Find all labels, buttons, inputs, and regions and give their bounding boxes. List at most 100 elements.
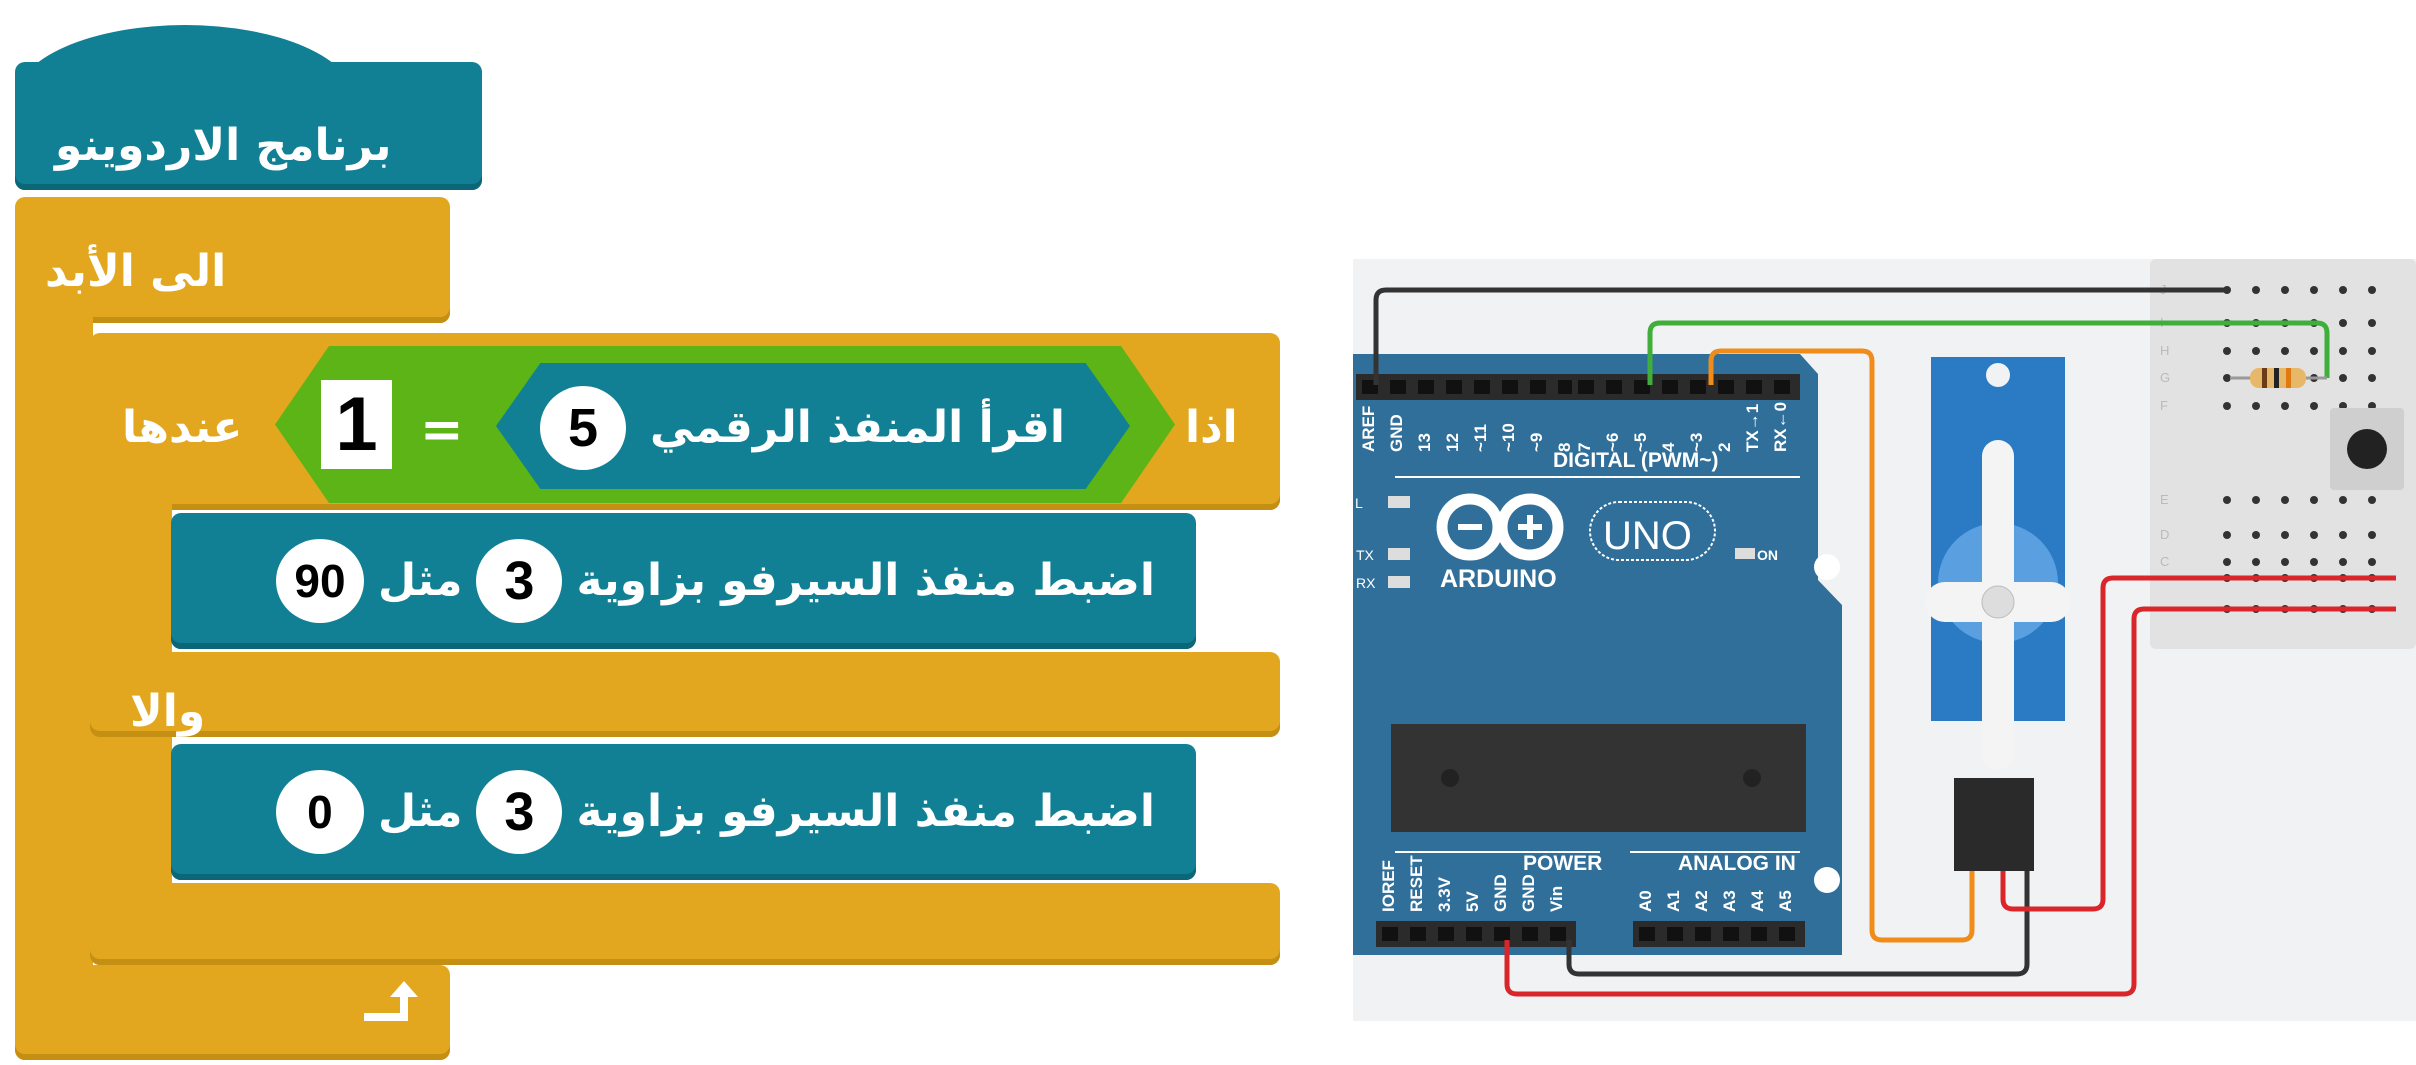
header-pin[interactable] [1494,927,1510,941]
l-led-label: L [1355,495,1363,511]
read-pin-input[interactable]: 5 [540,386,626,470]
header-pin[interactable] [1446,380,1462,394]
breadboard[interactable] [2150,259,2416,649]
servo-screw-icon [1981,585,2015,619]
header-pin[interactable] [1746,380,1762,394]
breadboard-hole[interactable] [2281,347,2289,355]
breadboard-hole[interactable] [2339,286,2347,294]
pin-label: ~6 [1603,433,1622,452]
breadboard-hole[interactable] [2252,558,2260,566]
header-pin[interactable] [1639,927,1655,941]
breadboard-hole[interactable] [2368,496,2376,504]
breadboard-hole[interactable] [2252,531,2260,539]
header-pin[interactable] [1606,380,1622,394]
breadboard-hole[interactable] [2252,347,2260,355]
if-bottom [90,883,1280,965]
header-pin[interactable] [1718,380,1734,394]
breadboard-hole[interactable] [2368,531,2376,539]
breadboard-hole[interactable] [2281,286,2289,294]
breadboard-hole[interactable] [2310,347,2318,355]
breadboard-hole[interactable] [2310,558,2318,566]
breadboard-hole[interactable] [2281,402,2289,410]
header-pin[interactable] [1723,927,1739,941]
breadboard-hole[interactable] [2281,558,2289,566]
header-pin[interactable] [1634,380,1650,394]
breadboard-hole[interactable] [2310,286,2318,294]
read-digital-label: اقرأ المنفذ الرقمي [650,402,1065,453]
header-pin[interactable] [1558,380,1574,394]
breadboard-hole[interactable] [2310,531,2318,539]
microcontroller-chip [1391,724,1806,832]
breadboard-hole[interactable] [2310,402,2318,410]
header-pin[interactable] [1382,927,1398,941]
breadboard-hole[interactable] [2252,286,2260,294]
breadboard-hole[interactable] [2368,374,2376,382]
header-pin[interactable] [1390,380,1406,394]
push-button[interactable] [2330,408,2404,490]
header-pin[interactable] [1418,380,1434,394]
breadboard-hole[interactable] [2339,319,2347,327]
servo1-pin-input[interactable]: 3 [476,539,563,623]
header-pin[interactable] [1502,380,1518,394]
breadboard-hole[interactable] [2339,347,2347,355]
breadboard-hole[interactable] [2223,347,2231,355]
breadboard-hole[interactable] [2339,496,2347,504]
servo2-pin-input[interactable]: 3 [476,770,563,854]
breadboard-hole[interactable] [2368,558,2376,566]
header-pin[interactable] [1550,927,1566,941]
breadboard-hole[interactable] [2339,558,2347,566]
pin-label: A4 [1748,890,1767,912]
pin-label: 2 [1715,443,1734,452]
header-pin[interactable] [1667,927,1683,941]
breadboard-hole[interactable] [2223,374,2231,382]
breadboard-hole[interactable] [2368,286,2376,294]
breadboard-hole[interactable] [2339,374,2347,382]
breadboard-hole[interactable] [2368,347,2376,355]
servo1-text: اضبط منفذ السيرفو بزاوية [576,555,1155,606]
header-pin[interactable] [1690,380,1706,394]
breadboard-hole[interactable] [2368,319,2376,327]
forever-label: الى الأبد [45,246,227,297]
breadboard-hole[interactable] [2223,402,2231,410]
breadboard-hole[interactable] [2223,558,2231,566]
pin-label: AREF [1359,406,1378,452]
breadboard-hole[interactable] [2339,531,2347,539]
header-pin[interactable] [1522,927,1538,941]
breadboard-hole[interactable] [2281,496,2289,504]
breadboard-hole[interactable] [2223,496,2231,504]
breadboard-hole[interactable] [2281,531,2289,539]
header-pin[interactable] [1466,927,1482,941]
compare-value-input[interactable]: 1 [321,380,392,469]
pin-label: A0 [1636,890,1655,912]
header-pin[interactable] [1774,380,1790,394]
header-pin[interactable] [1578,380,1594,394]
breadboard-hole[interactable] [2252,402,2260,410]
resistor[interactable] [2230,368,2327,388]
breadboard-hole[interactable] [2223,531,2231,539]
breadboard-hole[interactable] [2252,496,2260,504]
header-pin[interactable] [1751,927,1767,941]
pin-label: RX←0 [1771,402,1790,452]
servo2-angle-input[interactable]: 0 [275,770,364,854]
equals-operator[interactable]: = [420,400,464,460]
else-label: والا [130,686,206,737]
pin-label: RESET [1407,855,1426,912]
header-pin[interactable] [1438,927,1454,941]
forever-bottom [15,965,450,1060]
servo1-angle-input[interactable]: 90 [275,539,364,623]
pin-label: ~3 [1687,433,1706,452]
if-label: اذا [1185,402,1238,453]
breadboard-hole[interactable] [2310,496,2318,504]
forever-block[interactable] [15,197,450,323]
pin-label: ~5 [1631,433,1650,452]
header-pin[interactable] [1695,927,1711,941]
arduino-program-hat-block[interactable] [15,62,482,190]
header-pin[interactable] [1530,380,1546,394]
header-pin[interactable] [1410,927,1426,941]
servo1-mid: مثل [377,555,463,606]
digital-label: DIGITAL (PWM~) [1553,449,1718,472]
header-pin[interactable] [1474,380,1490,394]
header-pin[interactable] [1779,927,1795,941]
header-pin[interactable] [1662,380,1678,394]
breadboard-row-label: H [2160,343,2169,358]
